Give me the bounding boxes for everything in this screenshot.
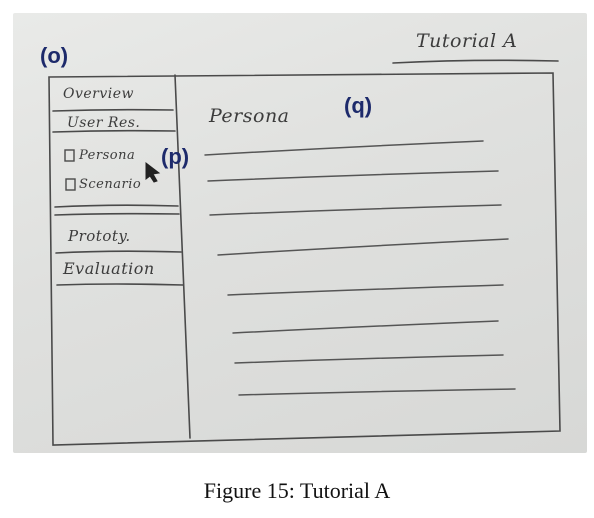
checkbox-icon <box>64 149 75 162</box>
sidebar-separator <box>54 212 180 216</box>
content-line <box>207 170 499 182</box>
sidebar-separator <box>54 204 179 208</box>
figure-caption: Figure 15: Tutorial A <box>203 478 391 503</box>
content-line <box>217 238 509 256</box>
main-title: Persona <box>209 105 290 127</box>
sidebar-item-user-research: User Res. <box>67 115 141 131</box>
sidebar-item-prototype: Prototy. <box>68 227 131 245</box>
tab-underline <box>392 59 559 64</box>
content-line <box>238 388 516 396</box>
content-line <box>232 320 499 334</box>
sidebar-divider <box>174 74 191 439</box>
sidebar-separator <box>55 250 182 254</box>
sidebar-separator <box>56 283 184 286</box>
tab-label: Tutorial A <box>416 30 518 52</box>
sidebar-item-overview: Overview <box>63 86 135 102</box>
content-line <box>204 140 484 156</box>
sketch-photo: Tutorial A Overview User Res. Persona Sc… <box>13 13 587 453</box>
sidebar-item-persona: Persona <box>79 148 136 163</box>
wireframe-drawing <box>48 59 561 446</box>
annotation-q: (q) <box>344 93 373 118</box>
sidebar-separator <box>52 129 176 133</box>
sidebar-item-evaluation: Evaluation <box>63 259 155 278</box>
content-line <box>209 204 502 216</box>
checkbox-icon <box>65 178 76 191</box>
content-line <box>234 354 504 364</box>
content-line <box>227 284 504 296</box>
sidebar-item-scenario: Scenario <box>79 177 142 192</box>
cursor-icon <box>145 161 161 183</box>
annotation-p: (p) <box>161 144 190 169</box>
annotation-o: (o) <box>40 43 69 68</box>
sidebar-separator <box>52 108 174 112</box>
window-frame <box>48 72 561 446</box>
